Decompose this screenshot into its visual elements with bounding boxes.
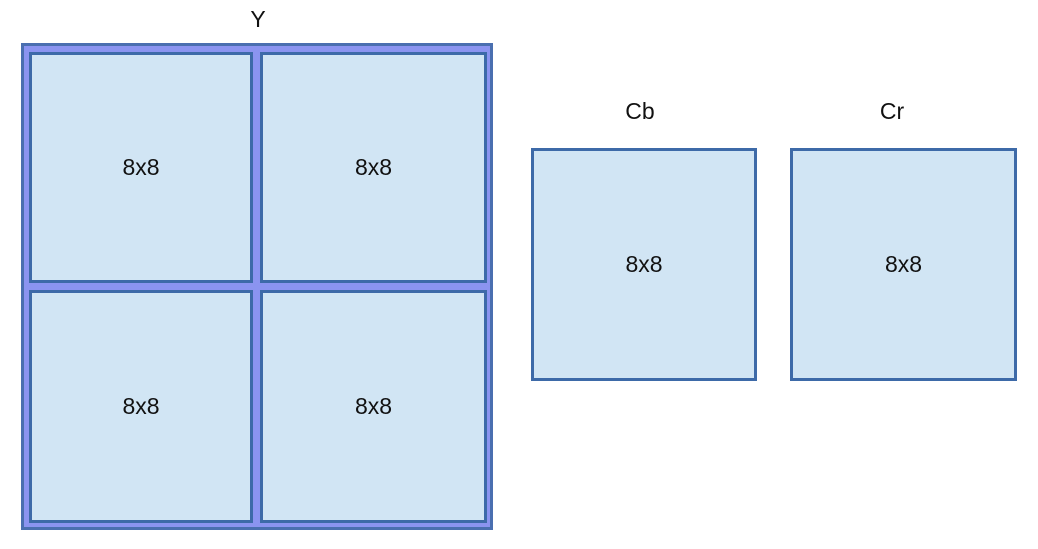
y-block-bottom-right: 8x8 <box>260 290 487 523</box>
cb-block: 8x8 <box>531 148 757 381</box>
cb-channel-label: Cb <box>625 98 655 124</box>
y-block-top-right: 8x8 <box>260 52 487 283</box>
cr-block: 8x8 <box>790 148 1017 381</box>
y-channel-label: Y <box>250 6 266 32</box>
y-block-bottom-left: 8x8 <box>29 290 253 523</box>
y-block-top-left: 8x8 <box>29 52 253 283</box>
y-channel-group: 8x8 8x8 8x8 8x8 <box>21 43 493 530</box>
cr-channel-label: Cr <box>879 98 905 124</box>
